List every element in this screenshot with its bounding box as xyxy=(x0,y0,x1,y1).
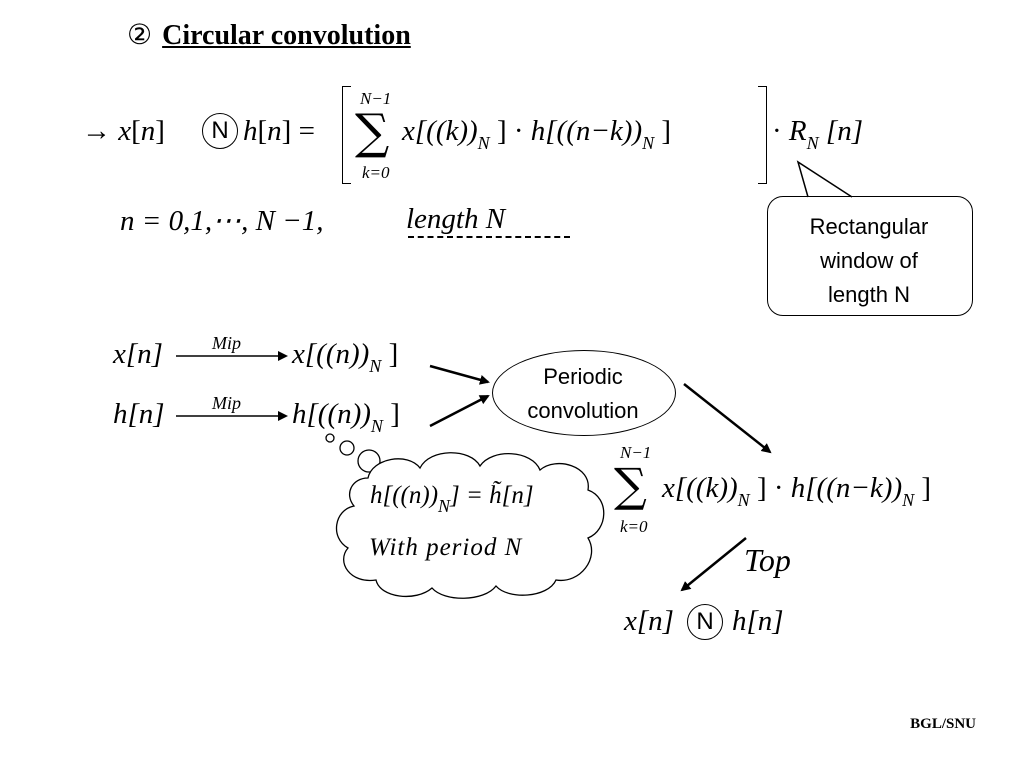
thought-cloud xyxy=(335,452,605,599)
x-mapped-sub: N xyxy=(369,356,382,376)
arrow-periodic-to-sum xyxy=(683,383,772,454)
page-title: ② Circular convolution xyxy=(127,18,411,52)
x-term: x[((k)) xyxy=(402,115,478,147)
window-term: · RN [n] xyxy=(772,115,863,153)
thought-equation: h[((n))N] = h̃[n] xyxy=(370,482,534,516)
sum2-symbol: ∑ xyxy=(614,458,647,512)
sum-symbol: ∑ xyxy=(355,104,390,160)
lhs-x: x xyxy=(118,115,132,147)
x-mapped: x[((n))N ] xyxy=(292,338,399,376)
arrow-x-to-periodic xyxy=(429,364,490,385)
thought-lhs: h[((n)) xyxy=(370,482,439,509)
thought-dot-2 xyxy=(339,440,355,456)
thought-rhs: ] = h̃[n] xyxy=(450,482,534,509)
circular-conv-operator: N xyxy=(202,113,238,149)
thought-note: With period N xyxy=(369,534,523,561)
x-mapped-term: x[((n)) xyxy=(292,338,370,370)
footer-label: BGL/SNU xyxy=(910,716,976,732)
callout-line-1: Rectangular xyxy=(809,214,929,239)
sum-upper-limit: N−1 xyxy=(360,89,392,108)
thought-dot-1 xyxy=(325,433,335,443)
window-R: R xyxy=(788,115,807,147)
h-mapped-term: h[((n)) xyxy=(292,398,371,430)
sum2-x-sub: N xyxy=(737,490,750,510)
h-mapped-sub: N xyxy=(370,416,383,436)
result-circular-operator: N xyxy=(687,604,723,640)
left-bracket xyxy=(342,86,351,184)
callout-text: Rectangular window of length N xyxy=(767,210,971,312)
length-label: length N xyxy=(406,203,506,235)
sum2-h-term: h[((n−k)) xyxy=(790,472,903,504)
h-term: h[((n−k)) xyxy=(530,115,643,147)
lhs-h-term: h[n] = xyxy=(243,115,315,147)
right-bracket xyxy=(758,86,767,184)
sum-body: x[((k))N ] · h[((n−k))N ] xyxy=(402,115,672,153)
title-text: Circular convolution xyxy=(162,20,411,51)
h-source: h[n] xyxy=(113,398,165,430)
arrow-symbol: → xyxy=(82,115,111,147)
arrow-h-to-periodic xyxy=(429,394,490,428)
x-term-sub: N xyxy=(477,133,490,153)
x-source: x[n] xyxy=(113,338,163,370)
sum2-body: x[((k))N ] · h[((n−k))N ] xyxy=(662,472,932,510)
sum2-x-term: x[((k)) xyxy=(662,472,738,504)
periodic-text: Periodic convolution xyxy=(492,360,674,428)
thought-sub: N xyxy=(438,496,451,516)
window-arg: [n] xyxy=(825,115,863,147)
periodic-line-2: convolution xyxy=(527,398,639,423)
periodic-line-1: Periodic xyxy=(543,364,623,389)
sum2-h-sub: N xyxy=(902,490,915,510)
main-equation: → x[n] xyxy=(82,115,165,147)
mip-label-x: Mip xyxy=(212,333,241,353)
range-text: n = 0,1,⋯, N −1, xyxy=(120,205,324,237)
title-number: ② xyxy=(127,20,153,51)
callout-line-3: length N xyxy=(828,282,910,307)
length-underline xyxy=(408,236,570,238)
sum2-upper-limit: N−1 xyxy=(620,443,652,462)
rectangular-window-callout xyxy=(767,196,973,316)
callout-line-2: window of xyxy=(820,248,918,273)
arrow-sum-to-result xyxy=(680,537,747,592)
periodic-convolution-ellipse xyxy=(492,350,676,436)
callout-pointer xyxy=(796,160,853,198)
h-mapped: h[((n))N ] xyxy=(292,398,400,436)
mip-label-h: Mip xyxy=(212,393,241,413)
result-h: h[n] xyxy=(732,605,784,637)
lhs-x-n: n xyxy=(140,115,156,147)
result-x: x[n] xyxy=(624,605,674,637)
sum-lower-limit: k=0 xyxy=(362,163,390,182)
lhs-h-n: n xyxy=(267,115,282,147)
window-sub: N xyxy=(806,133,819,153)
h-term-sub: N xyxy=(642,133,655,153)
top-label: Top xyxy=(744,542,791,578)
sum2-lower-limit: k=0 xyxy=(620,517,648,536)
lhs-h: h xyxy=(243,115,258,147)
